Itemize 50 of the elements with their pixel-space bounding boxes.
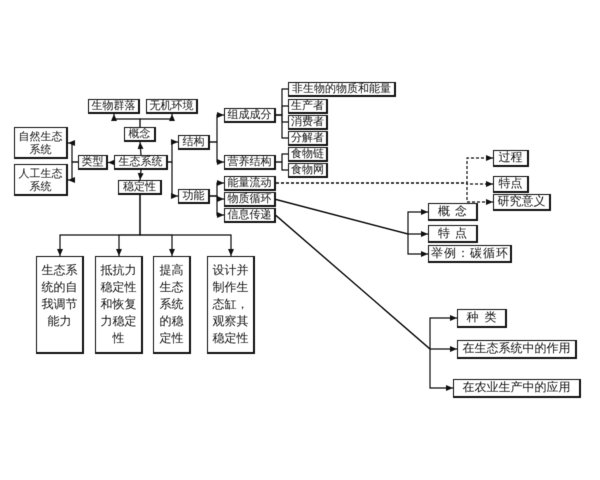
concept-box: 抵抗力稳定性和恢复力稳定性	[95, 256, 143, 354]
concept-box: 人工生态系统	[14, 164, 68, 196]
concept-box: 在生态系统中的作用	[457, 340, 577, 359]
concept-box: 生产者	[288, 99, 328, 114]
concept-box: 特点	[493, 176, 529, 193]
concept-box: 无机环境	[146, 99, 198, 114]
arrow	[276, 215, 453, 391]
concept-box: 信息传递	[224, 208, 276, 223]
concept-box: 非生物的物质和能量	[288, 82, 396, 97]
arrow	[139, 195, 234, 256]
concept-box: 类型	[78, 155, 108, 170]
concept-box: 概念	[124, 127, 156, 142]
concept-box: 提高生态系统的稳定性	[153, 256, 191, 354]
concept-box: 在农业生产中的应用	[453, 379, 581, 398]
concept-box: 种类	[457, 309, 507, 328]
concept-box: 食物网	[288, 163, 328, 178]
arrow	[210, 141, 224, 165]
connector-line	[276, 114, 288, 139]
concept-box: 物质循环	[224, 192, 276, 207]
concept-box: 自然生态系统	[14, 127, 68, 159]
concept-box: 举例：碳循环	[428, 245, 512, 263]
concept-box: 食物链	[288, 147, 328, 162]
arrow	[68, 161, 78, 183]
arrow	[276, 182, 493, 205]
concept-box: 能量流动	[224, 176, 276, 191]
concept-box: 研究意义	[493, 194, 551, 211]
concept-box: 稳定性	[118, 180, 162, 195]
concept-box: 生物群落	[88, 99, 140, 114]
concept-box: 生态系统的自我调节能力	[36, 256, 84, 354]
concept-box: 概念	[428, 203, 478, 221]
arrow	[168, 139, 178, 163]
concept-box: 特点	[428, 225, 478, 243]
arrow	[68, 140, 78, 163]
arrow	[168, 161, 178, 199]
arrow	[139, 114, 175, 127]
arrow	[138, 170, 144, 180]
concept-box: 过程	[493, 150, 529, 167]
arrow	[276, 198, 428, 257]
arrow	[108, 160, 115, 166]
concept-box: 消费者	[288, 115, 328, 130]
concept-box: 分解者	[288, 131, 328, 146]
concept-box: 设计并制作生态缸，观察其稳定性	[207, 256, 255, 354]
arrow	[210, 195, 224, 218]
concept-box: 结构	[178, 135, 210, 150]
arrow	[138, 142, 144, 156]
concept-box: 组成成分	[224, 108, 276, 123]
concept-box: 生态系统	[114, 155, 168, 170]
concept-box: 功能	[178, 189, 210, 204]
concept-box: 营养结构	[224, 155, 276, 170]
connector-line	[276, 161, 288, 171]
